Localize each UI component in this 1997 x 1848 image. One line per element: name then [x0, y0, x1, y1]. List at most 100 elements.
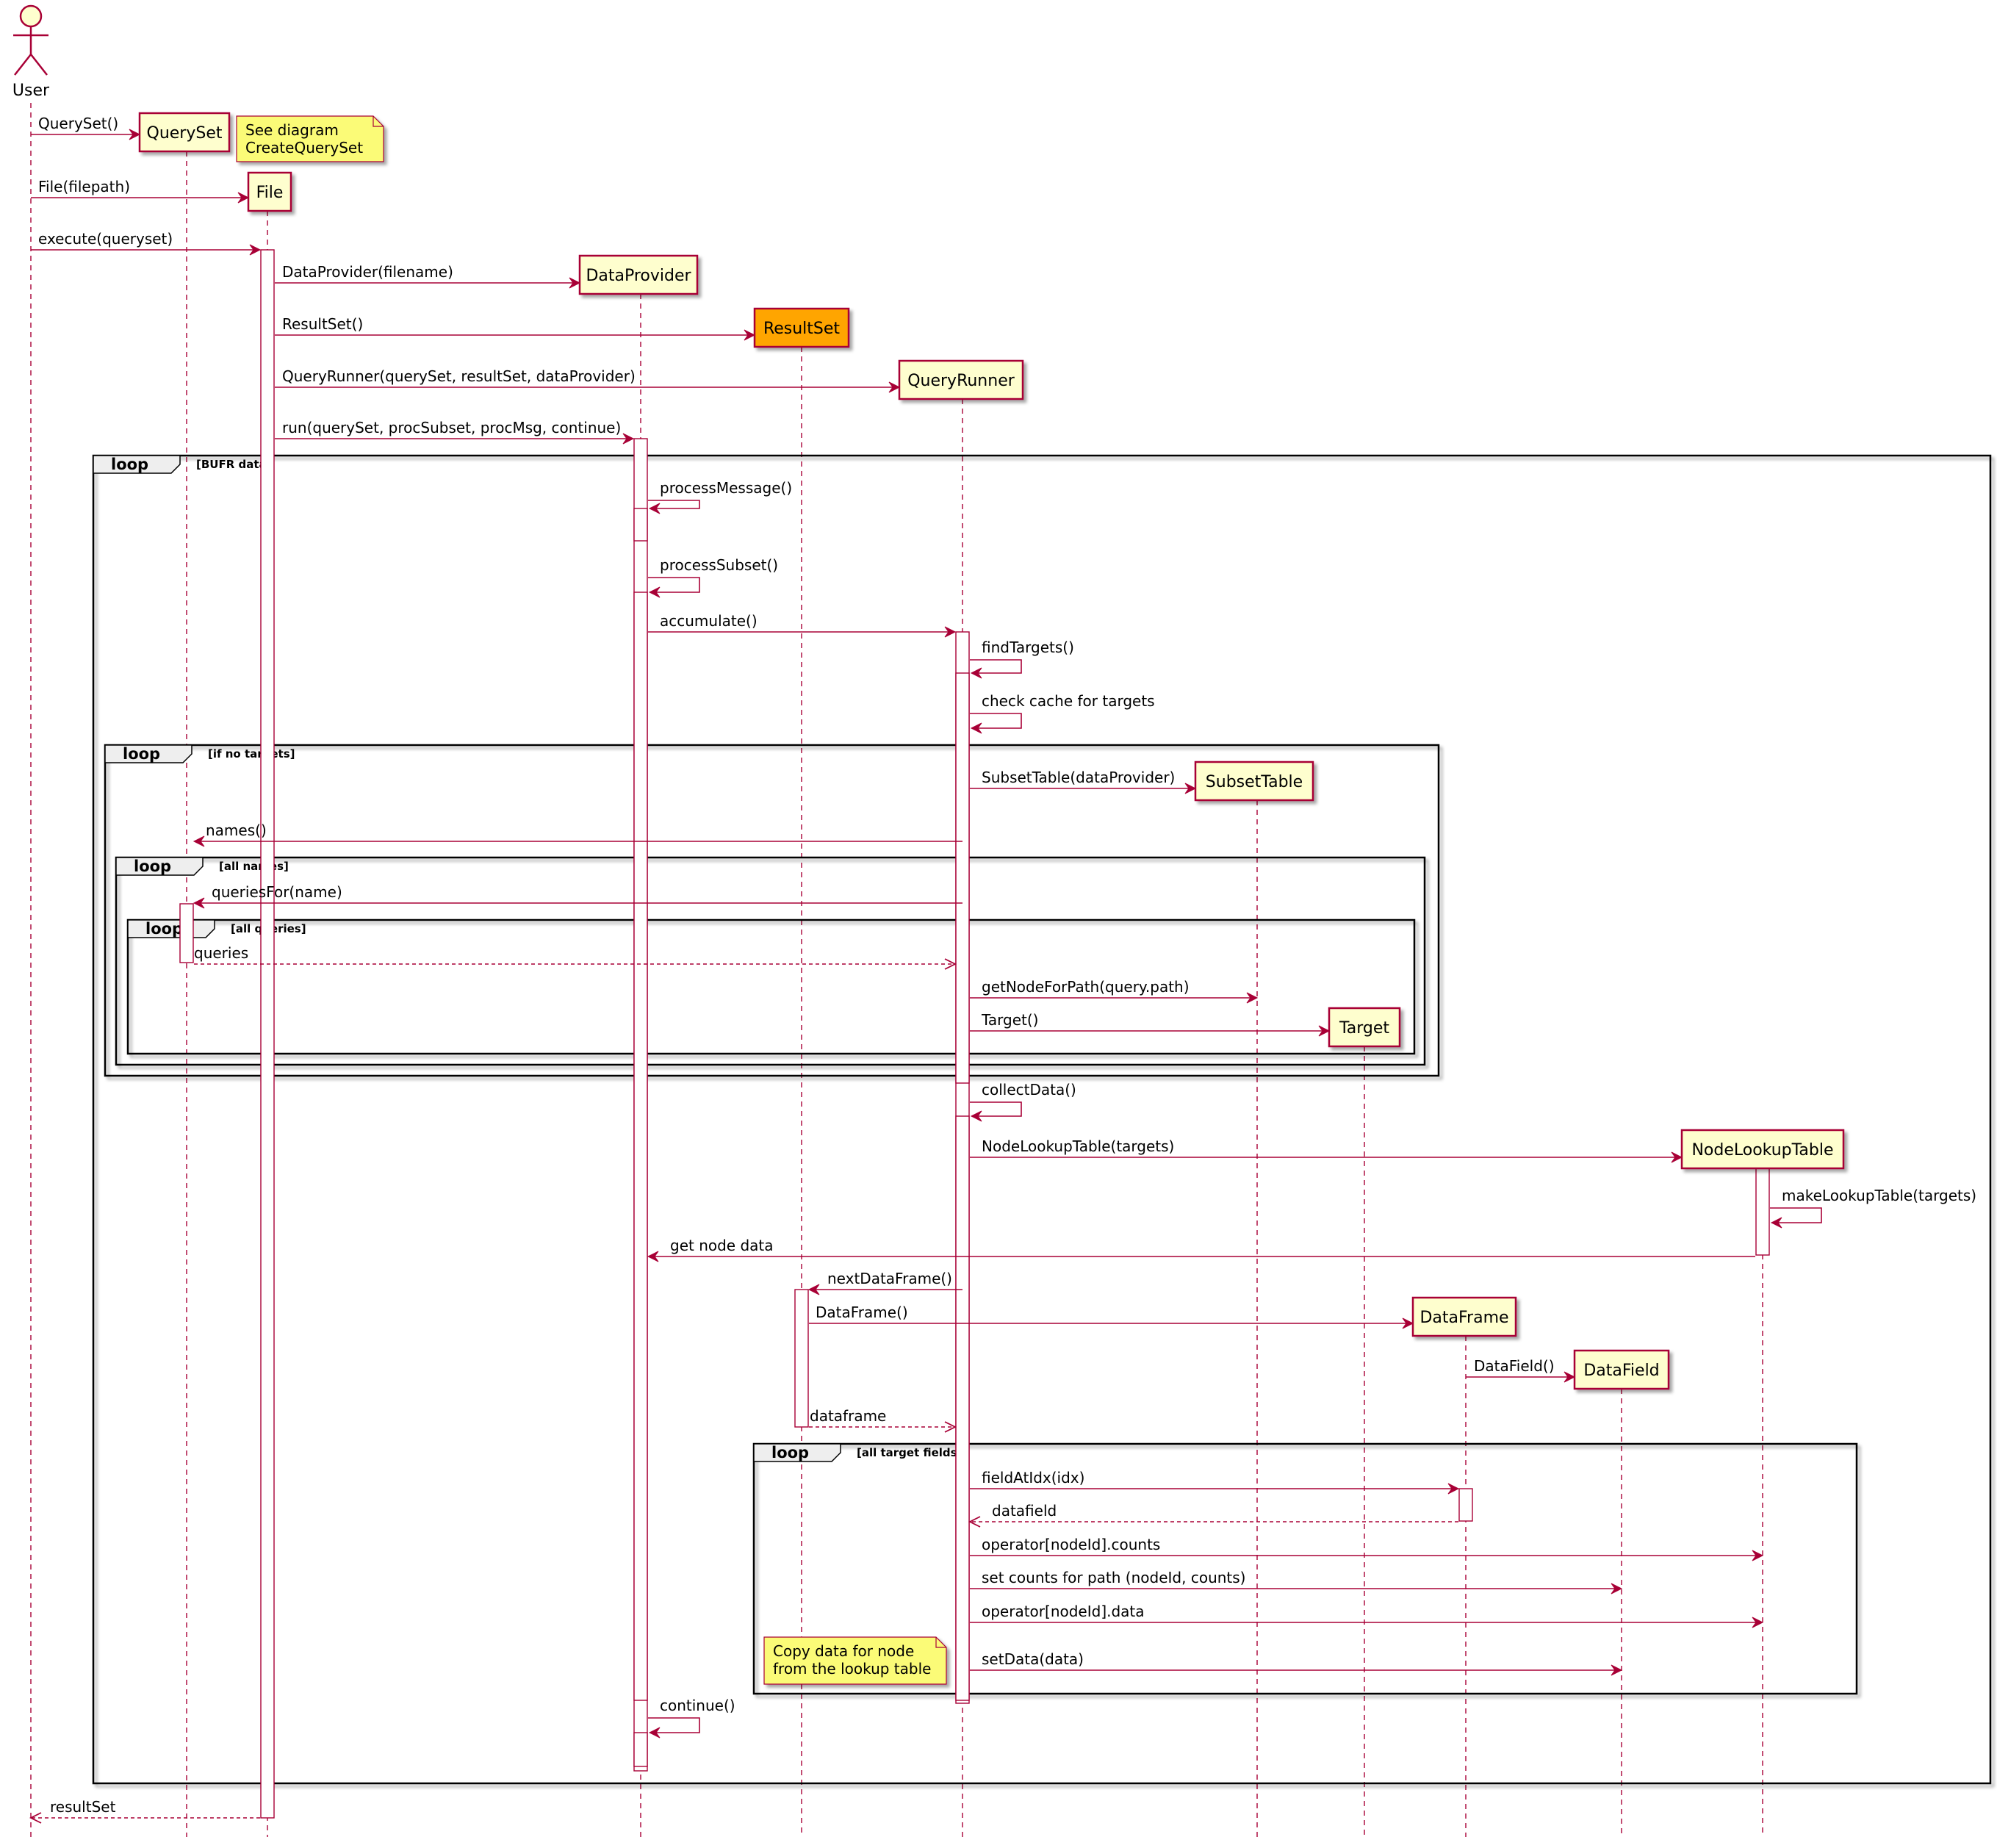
message-label: SubsetTable(dataProvider) [982, 769, 1175, 786]
participant-target: Target [1328, 1007, 1401, 1048]
message-makelookuptable-targets: makeLookupTable(targets) [1770, 1187, 1976, 1229]
message-resultset: resultSet [29, 1798, 260, 1824]
participant-label: ResultSet [763, 320, 840, 338]
message-operator-nodeid-counts: operator[nodeId].counts [970, 1536, 1764, 1561]
actor-icon [19, 4, 43, 28]
message-label: check cache for targets [982, 692, 1155, 710]
note-line: Copy data for node [773, 1642, 914, 1660]
message-queries: queries [194, 944, 957, 970]
message-label: processSubset() [660, 556, 778, 574]
message-fieldatidx-idx: fieldAtIdx(idx) [970, 1469, 1460, 1495]
message-label: fieldAtIdx(idx) [982, 1469, 1084, 1486]
message-get-node-data: get node data [647, 1237, 1755, 1262]
message-names: names() [192, 821, 962, 847]
participant-dataframe: DataFrame [1411, 1296, 1517, 1337]
message-dataprovider-filename: DataProvider(filename) [275, 263, 581, 289]
message-label: operator[nodeId].counts [982, 1536, 1160, 1553]
message-datafield: DataField() [1466, 1357, 1576, 1383]
loop-guard: [all names] [219, 860, 289, 873]
activation-bars [179, 249, 1770, 1819]
activation-bar [260, 249, 275, 1819]
message-label: run(querySet, procSubset, procMsg, conti… [282, 419, 621, 436]
participant-label: DataField [1583, 1362, 1659, 1380]
message-label: findTargets() [982, 639, 1074, 656]
participant-label: DataFrame [1420, 1309, 1508, 1327]
participant-subsettable: SubsetTable [1194, 761, 1314, 802]
message-continue: continue() [648, 1697, 735, 1739]
message-label: execute(queryset) [38, 230, 173, 248]
message-resultset: ResultSet() [275, 315, 756, 341]
participant-label: User [12, 82, 50, 100]
message-nextdataframe: nextDataFrame() [807, 1270, 962, 1295]
participant-dataprovider: DataProvider [578, 254, 699, 295]
participant-file: File [247, 171, 292, 212]
message-label: DataFrame() [816, 1304, 908, 1321]
message-label: ResultSet() [282, 315, 363, 333]
message-label: collectData() [982, 1081, 1076, 1099]
message-dataframe: dataframe [809, 1407, 957, 1433]
message-label: operator[nodeId].data [982, 1603, 1145, 1620]
loop-guard: [BUFR data] [196, 458, 272, 471]
participant-resultset: ResultSet [753, 307, 850, 348]
participant-user: User [12, 4, 50, 100]
message-label: continue() [660, 1697, 735, 1714]
activation-bar [633, 508, 648, 542]
message-set-counts-for-path-nodeid-counts: set counts for path (nodeId, counts) [970, 1569, 1623, 1594]
message-label: File(filepath) [38, 178, 130, 195]
message-label: accumulate() [660, 612, 758, 630]
note-line: CreateQuerySet [245, 139, 363, 157]
message-file-filepath: File(filepath) [31, 178, 250, 204]
note-line: See diagram [245, 121, 339, 139]
activation-bar [633, 592, 648, 1701]
message-label: NodeLookupTable(targets) [982, 1137, 1174, 1155]
message-collectdata: collectData() [970, 1081, 1076, 1122]
message-label: get node data [670, 1237, 774, 1254]
message-setdata-data: setData(data) [970, 1650, 1623, 1676]
message-label: Target() [981, 1011, 1038, 1029]
message-label: DataProvider(filename) [282, 263, 453, 281]
message-label: QueryRunner(querySet, resultSet, dataPro… [282, 367, 636, 385]
message-label: DataField() [1474, 1357, 1555, 1375]
message-datafield: datafield [968, 1502, 1458, 1528]
loop-label: loop [123, 745, 160, 763]
message-label: queries [194, 944, 248, 962]
loop-frame-allnames: loop [all names] [115, 856, 1426, 1066]
loop-label: loop [134, 858, 171, 875]
messages: QuerySet() File(filepath) execute(queryset… [29, 115, 1976, 1824]
note-line: from the lookup table [773, 1660, 931, 1678]
message-processmessage: processMessage() [648, 479, 792, 514]
participant-queryrunner: QueryRunner [898, 359, 1024, 400]
message-nodelookuptable-targets: NodeLookupTable(targets) [970, 1137, 1683, 1163]
activation-bar [633, 1732, 648, 1767]
message-processsubset: processSubset() [648, 556, 778, 598]
message-queriesfor-name: queriesFor(name) [192, 883, 962, 909]
message-queryset: QuerySet() [31, 115, 141, 140]
message-execute-queryset: execute(queryset) [31, 230, 262, 256]
participant-label: QuerySet [147, 124, 223, 143]
message-label: getNodeForPath(query.path) [982, 978, 1190, 996]
loop-frame-bufr: loop [BUFR data] [92, 454, 1992, 1785]
message-label: makeLookupTable(targets) [1782, 1187, 1976, 1204]
message-label: set counts for path (nodeId, counts) [982, 1569, 1245, 1586]
message-check-cache-for-targets: check cache for targets [970, 692, 1155, 734]
loop-guard: [if no targets] [208, 747, 295, 761]
participant-label: NodeLookupTable [1691, 1141, 1833, 1160]
participant-label: File [256, 184, 284, 202]
loop-frame-targetfields: loop[all target fields] [752, 1442, 1858, 1695]
activation-bar [955, 1115, 970, 1701]
message-subsettable-dataprovider: SubsetTable(dataProvider) [970, 769, 1197, 794]
participant-label: DataProvider [586, 267, 691, 285]
activation-bar [1755, 1168, 1770, 1256]
activation-bar [1458, 1488, 1473, 1522]
message-dataframe: DataFrame() [809, 1304, 1414, 1329]
participant-datafield: DataField [1573, 1349, 1670, 1390]
participant-heads: UserQuerySetFileDataProviderResultSetQue… [12, 4, 1845, 1390]
message-operator-nodeid-data: operator[nodeId].data [970, 1603, 1764, 1628]
message-label: processMessage() [660, 479, 792, 497]
activation-bar [955, 672, 970, 1084]
message-accumulate: accumulate() [648, 612, 957, 638]
loop-label: loop [771, 1444, 809, 1461]
activation-bar [179, 903, 194, 963]
message-label: queriesFor(name) [212, 883, 342, 901]
